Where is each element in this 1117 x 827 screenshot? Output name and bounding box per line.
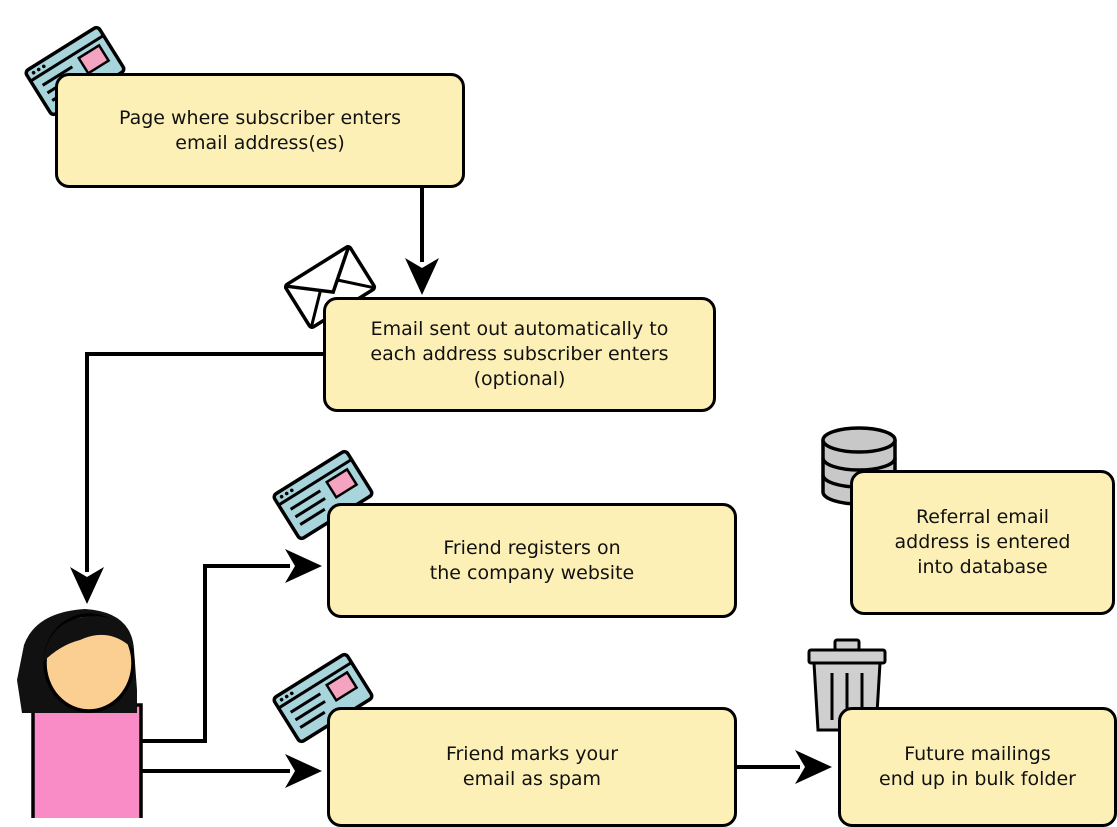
marks-spam-box: Friend marks your email as spam: [327, 707, 737, 827]
auto-email-box: Email sent out automatically to each add…: [323, 297, 716, 412]
database-entry-box: Referral email address is entered into d…: [850, 470, 1115, 615]
bulk-folder-box: Future mailings end up in bulk folder: [838, 707, 1117, 827]
connector-email-to-person: [70, 352, 323, 604]
connector-spam-to-bulk: [737, 750, 832, 784]
subscriber-page-box: Page where subscriber enters email addre…: [55, 73, 465, 188]
connector-person-to-register: [140, 549, 322, 743]
connector-person-to-spam: [140, 754, 322, 788]
envelope-icon: [283, 245, 377, 329]
person-icon: [17, 609, 143, 818]
friend-registers-box: Friend registers on the company website: [327, 503, 737, 618]
connector-page-to-email: [405, 188, 439, 295]
